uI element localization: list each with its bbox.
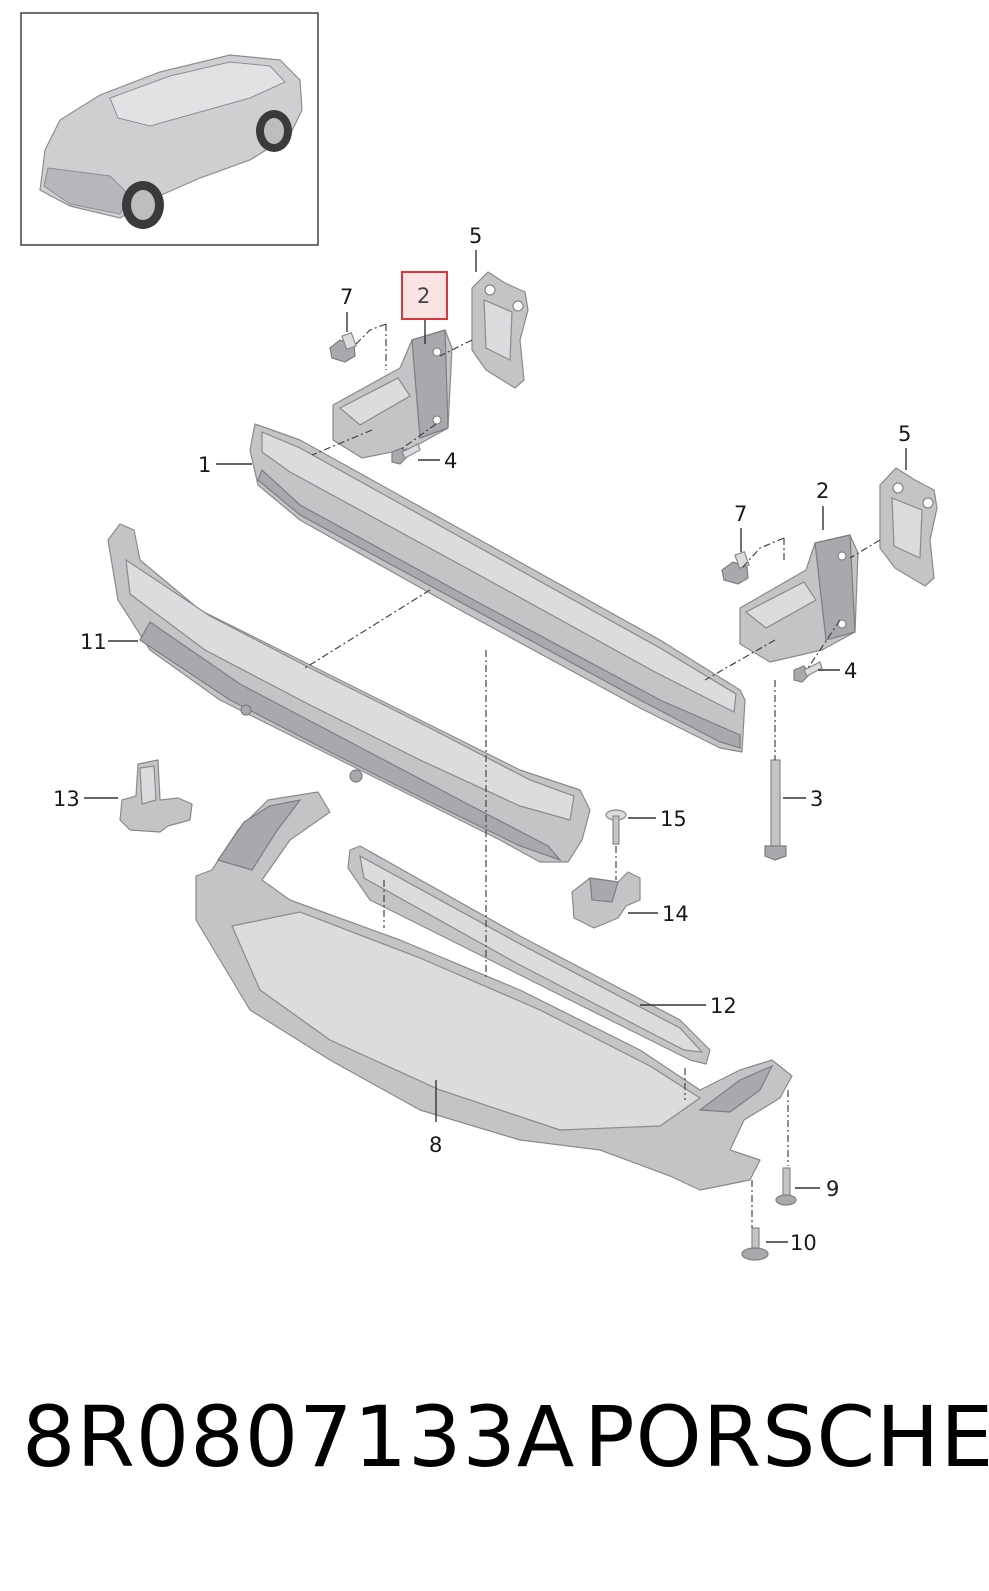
callout-15: 15 (660, 807, 687, 831)
bolt-9 (775, 1167, 797, 1206)
bolt-10 (741, 1227, 769, 1261)
callout-11: 11 (80, 630, 107, 654)
highlight-box (401, 271, 448, 320)
support-plate-right (879, 467, 938, 587)
callout-2-highlighted: 2 (417, 284, 430, 308)
callout-7-left: 7 (340, 285, 353, 309)
callout-1: 1 (198, 453, 211, 477)
bracket-13 (119, 759, 193, 833)
bolt-7-left (329, 331, 357, 363)
support-plate-left (471, 271, 529, 389)
callout-7-right: 7 (734, 502, 747, 526)
bracket-right (739, 534, 859, 663)
leader-lines (84, 250, 907, 1243)
part-number-caption: 8R0807133A (22, 1388, 576, 1486)
callout-2: 2 (816, 479, 829, 503)
brand-caption: PORSCHE (584, 1388, 989, 1486)
trim-strip-12 (347, 845, 711, 1065)
callout-10: 10 (790, 1231, 817, 1255)
callout-5-right: 5 (898, 422, 911, 446)
callout-5-left: 5 (469, 224, 482, 248)
callout-4-right: 4 (844, 659, 857, 683)
energy-absorber (107, 523, 591, 863)
bolt-4-right (793, 661, 823, 683)
callout-8: 8 (429, 1133, 442, 1157)
callout-4-left: 4 (444, 449, 457, 473)
callout-14: 14 (662, 902, 689, 926)
sensor-14 (571, 871, 641, 929)
callout-13: 13 (53, 787, 80, 811)
callout-3: 3 (810, 787, 823, 811)
underbody-panel-8 (195, 791, 793, 1191)
vehicle-thumbnail (20, 12, 319, 246)
bolt-4-left (391, 443, 421, 465)
callout-12: 12 (710, 994, 737, 1018)
alignment-lines (304, 323, 881, 1228)
bolt-3 (764, 759, 787, 861)
car-icon (39, 54, 303, 229)
callout-labels: 1 2 2 3 4 4 5 5 7 7 8 9 10 11 12 13 14 1… (53, 224, 911, 1255)
bolt-7-right (721, 550, 750, 585)
screw-15 (605, 809, 627, 845)
bracket-left (332, 329, 453, 459)
callout-9: 9 (826, 1177, 839, 1201)
bumper-beam (249, 423, 746, 753)
